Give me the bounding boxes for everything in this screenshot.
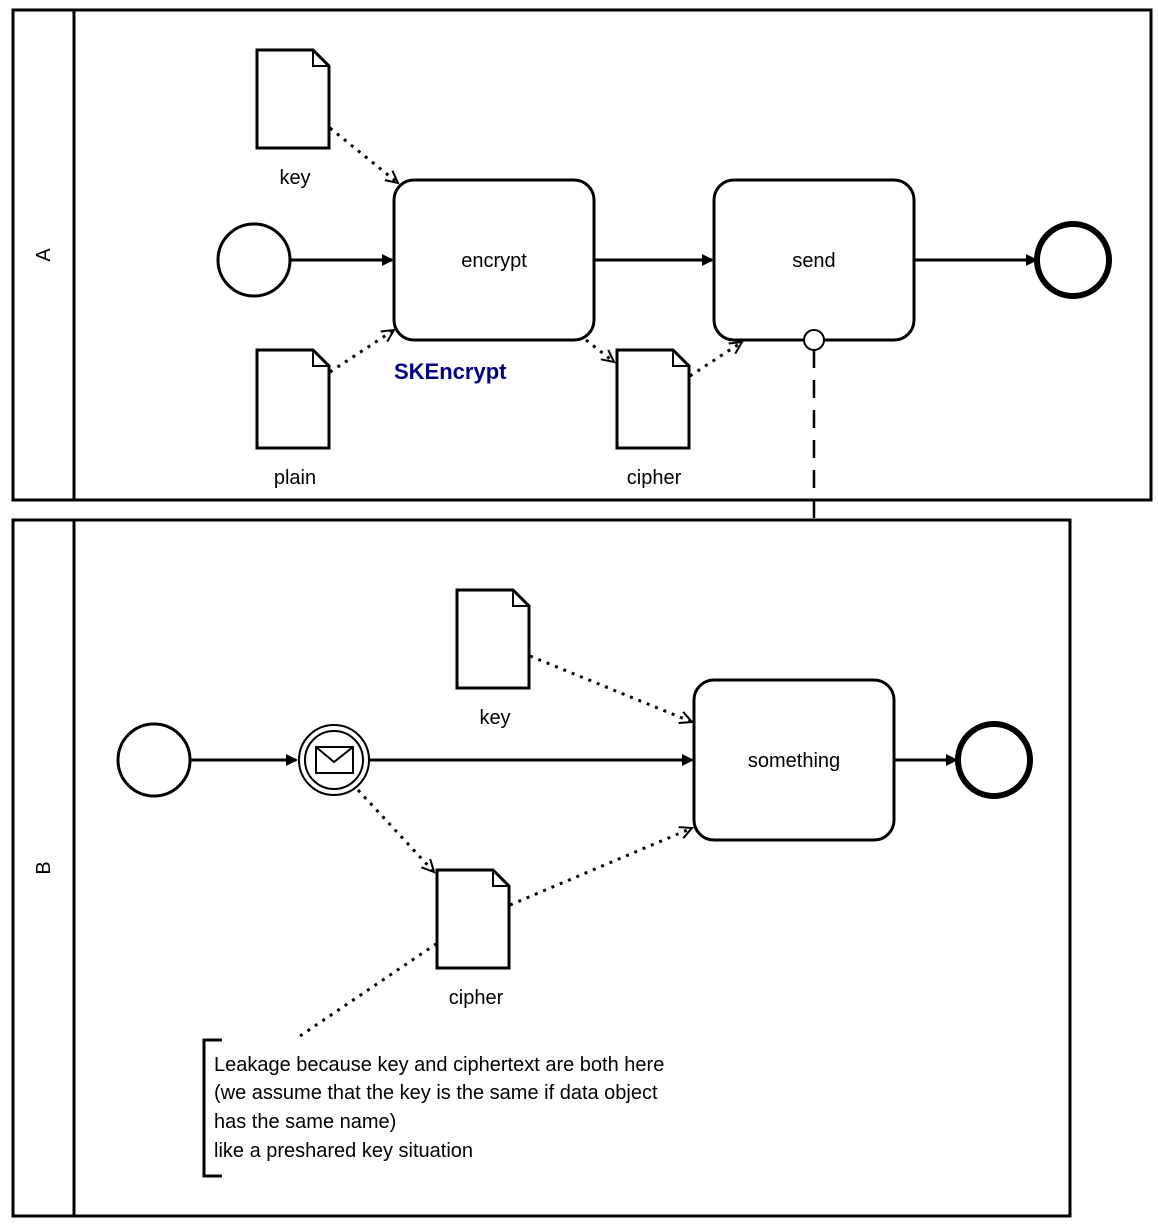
data-object-cipher-a-label: cipher <box>627 467 682 489</box>
pool-b: B <box>11 518 1072 1218</box>
data-object-plain[interactable] <box>255 348 331 450</box>
data-object-cipher-b[interactable] <box>435 868 511 970</box>
start-event-a[interactable] <box>216 222 292 298</box>
data-object-key-b[interactable] <box>455 588 531 690</box>
comment-line-1: Leakage because key and ciphertext are b… <box>214 1054 664 1076</box>
data-object-cipher-b-label: cipher <box>449 987 504 1009</box>
envelope-icon <box>315 746 354 774</box>
pool-b-label: B <box>33 861 55 874</box>
association-cipher-something <box>509 828 692 907</box>
data-object-key-b-label: key <box>479 707 510 729</box>
comment-line-3: has the same name) <box>214 1111 396 1133</box>
task-send-label: send <box>792 250 835 272</box>
association-message-cipher <box>356 788 434 872</box>
annotation-association <box>299 942 437 1038</box>
data-object-key-a[interactable] <box>255 48 331 150</box>
message-flow-source <box>803 329 825 351</box>
association-cipher-send <box>689 340 742 378</box>
task-encrypt-label: encrypt <box>461 250 527 272</box>
pool-a-label: A <box>33 248 55 262</box>
association-encrypt-cipher <box>585 338 614 362</box>
end-event-b[interactable] <box>955 721 1033 799</box>
data-object-key-a-label: key <box>279 167 310 189</box>
comment-line-4: like a preshared key situation <box>214 1140 473 1162</box>
association-key-encrypt <box>329 126 398 183</box>
end-event-a[interactable] <box>1034 221 1112 299</box>
message-catch-event[interactable] <box>298 724 370 796</box>
association-plain-encrypt <box>329 328 394 374</box>
data-object-cipher-a[interactable] <box>615 348 691 450</box>
comment-line-2: (we assume that the key is the same if d… <box>214 1082 658 1104</box>
association-key-something <box>529 654 692 722</box>
annotation-skencrypt: SKEncrypt <box>394 359 507 384</box>
data-object-plain-label: plain <box>274 467 316 489</box>
task-something-label: something <box>748 750 840 772</box>
start-event-b[interactable] <box>116 722 192 798</box>
annotation-bracket <box>202 1038 222 1178</box>
